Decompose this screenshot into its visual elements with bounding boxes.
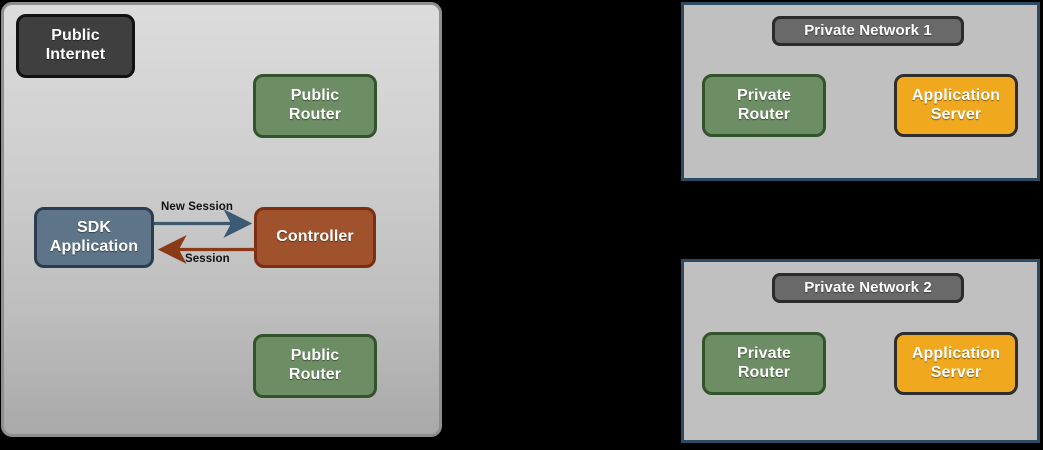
node-public-router-top[interactable]: Public Router — [253, 74, 377, 138]
node-public-internet-line2: Internet — [45, 46, 106, 63]
node-public-router-bottom-line1: Public — [290, 347, 340, 365]
node-private-router-2-line1: Private — [736, 344, 792, 362]
private-network-1-title: Private Network 1 — [772, 16, 964, 46]
node-sdk-application-line1: SDK — [76, 218, 112, 236]
public-internet-panel: Public Internet Public Router Public Rou… — [1, 2, 442, 437]
arrow-label-session: Session — [185, 253, 230, 265]
node-controller[interactable]: Controller — [254, 207, 376, 268]
node-application-server-2-line2: Server — [930, 363, 982, 381]
node-private-router-1-line1: Private — [736, 86, 792, 104]
node-sdk-application[interactable]: SDK Application — [34, 207, 154, 268]
node-public-router-top-line2: Router — [288, 106, 342, 123]
session-arrows — [154, 209, 256, 264]
private-network-2-panel: Private Network 2 Private Router Applica… — [681, 259, 1040, 443]
node-public-router-bottom[interactable]: Public Router — [253, 334, 377, 398]
node-private-router-2[interactable]: Private Router — [702, 332, 826, 395]
node-private-router-2-line2: Router — [737, 363, 791, 381]
node-sdk-application-line2: Application — [49, 237, 139, 255]
node-public-router-top-line1: Public — [290, 87, 340, 105]
node-application-server-2-line1: Application — [911, 344, 1001, 362]
private-network-2-title-label: Private Network 2 — [804, 279, 932, 297]
node-public-router-bottom-line2: Router — [288, 366, 342, 383]
arrow-label-new-session: New Session — [161, 201, 234, 213]
node-controller-label: Controller — [276, 228, 354, 246]
private-network-1-panel: Private Network 1 Private Router Applica… — [681, 2, 1040, 181]
node-public-internet[interactable]: Public Internet — [16, 14, 135, 78]
node-application-server-1-line1: Application — [911, 86, 1001, 104]
node-private-router-1[interactable]: Private Router — [702, 74, 826, 137]
node-application-server-1[interactable]: Application Server — [894, 74, 1018, 137]
node-private-router-1-line2: Router — [737, 105, 791, 123]
node-application-server-1-line2: Server — [930, 105, 982, 123]
private-network-2-title: Private Network 2 — [772, 273, 964, 303]
node-public-internet-line1: Public — [51, 27, 100, 45]
private-network-1-title-label: Private Network 1 — [804, 22, 932, 40]
node-application-server-2[interactable]: Application Server — [894, 332, 1018, 395]
